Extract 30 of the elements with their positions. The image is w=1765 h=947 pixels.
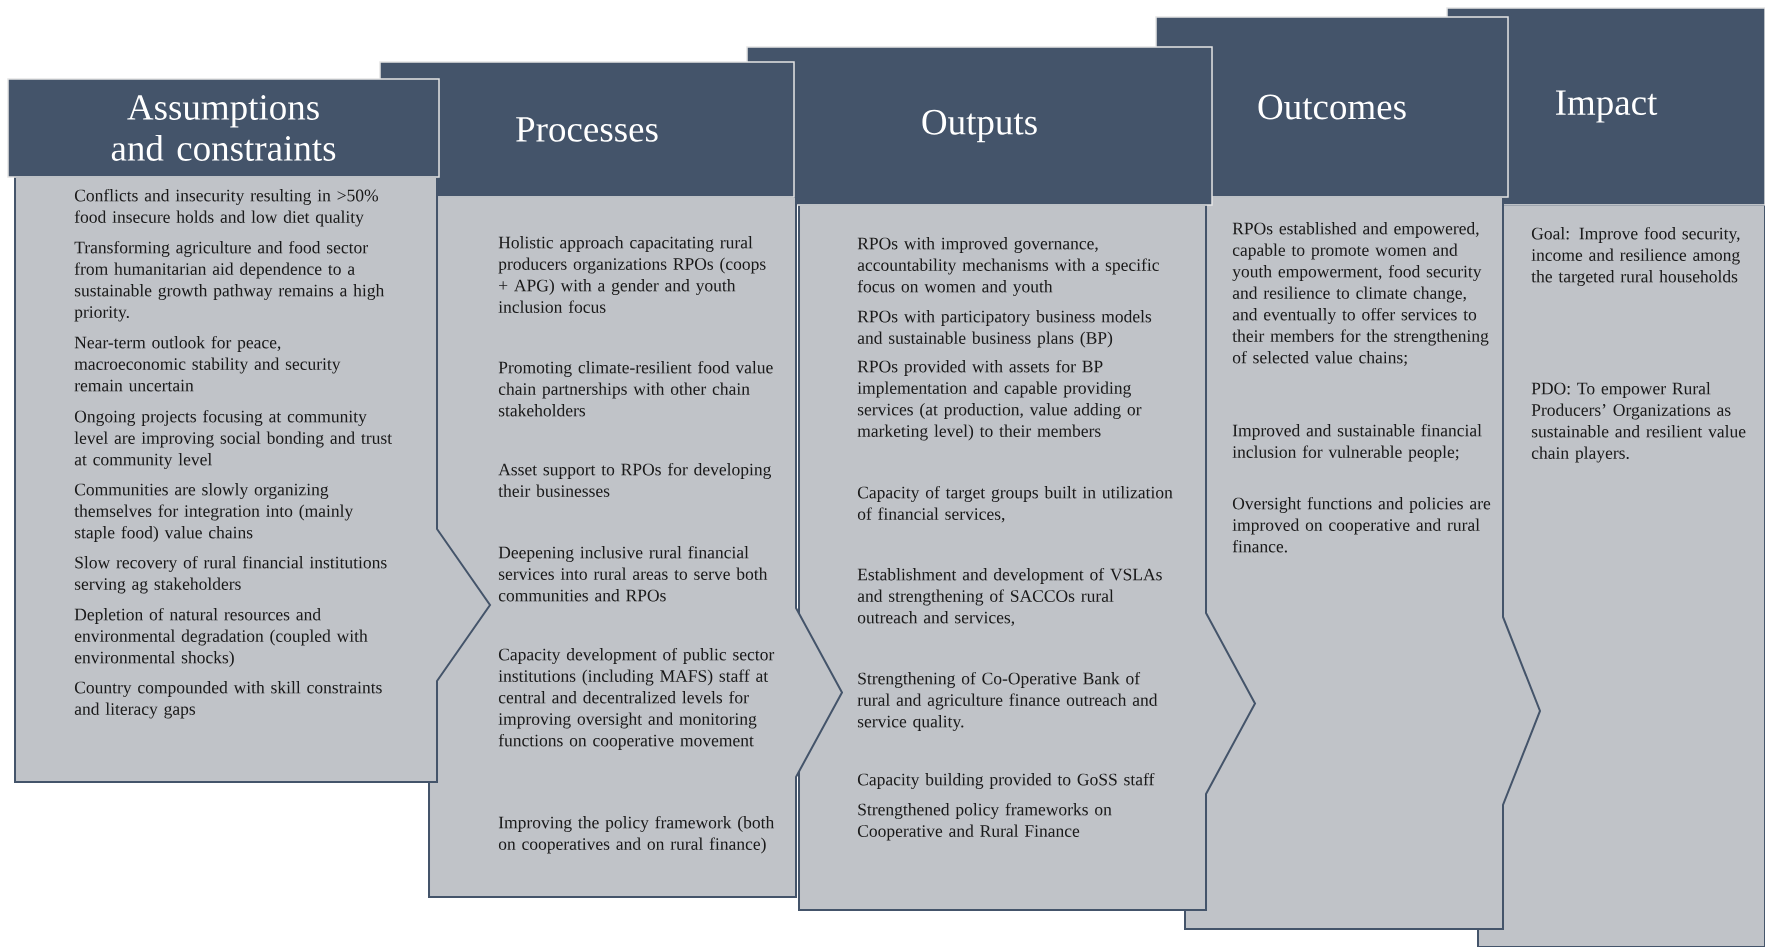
list-item: Asset support to RPOs for developing their businesses: [498, 462, 772, 497]
list-item: Transforming agriculture and food sector from humanitarian aid dependence to a sustainable growth pathway remains a high priority.: [74, 240, 385, 322]
list-item: RPOs with participatory business models and sustainable business plans (BP): [857, 310, 1152, 348]
list-item: Promoting climate-resilient food value chain partnerships with other chain stakeholders: [498, 360, 773, 417]
list-item: Goal: Improve food security, income and resilience among the targeted rural households: [1531, 226, 1740, 286]
list-item: Country compounded with skill constraints and literacy gaps: [74, 681, 382, 719]
list-item: Depletion of natural resources and environmental degradation (coupled with environmental shocks): [74, 607, 368, 667]
header-box: Assumptions and constraints: [7, 78, 440, 178]
list-item: RPOs provided with assets for BP implementation and capable providing services (at production, value adding or marketing level) to their members: [857, 359, 1142, 441]
list-item: Capacity building provided to GoSS staff: [857, 772, 1155, 789]
list-item: RPOs established and empowered, capable to promote women and youth empowerment, food security and resilience to climate change, and eventually to offer services to their members for the strengthening of selected value chains;: [1232, 222, 1489, 366]
list-item: Capacity of target groups built in utilization of financial services,: [857, 485, 1173, 523]
list-item: Deepening inclusive rural financial services into rural areas to serve both communities and RPOs: [498, 545, 768, 602]
list-item: Establishment and development of VSLAs and strengthening of SACCOs rural outreach and services,: [857, 567, 1162, 626]
list-item: Oversight functions and policies are improved on cooperative and rural finance.: [1232, 496, 1491, 553]
list-item: PDO: To empower Rural Producers’ Organizations as sustainable and resilient value chain players.: [1531, 382, 1746, 463]
list-item: Ongoing projects focusing at community level are improving social bonding and trust at community level: [74, 409, 392, 469]
list-item: Conflicts and insecurity resulting in >50% food insecure holds and low diet quality: [74, 188, 379, 227]
list-item: Communities are slowly organizing themselves for integration into (mainly staple food) value chains: [74, 483, 354, 542]
list-item: Slow recovery of rural financial institutions serving ag stakeholders: [74, 555, 387, 594]
list-item: Holistic approach capacitating rural producers organizations RPOs (coops + APG) with a gender and youth inclusion focus: [498, 236, 766, 313]
list-item: Near-term outlook for peace, macroeconomic stability and security remain uncertain: [74, 335, 341, 392]
list-item: RPOs with improved governance, accountability mechanisms with a specific focus on women and youth: [857, 237, 1159, 296]
list-item: Strengthening of Co-Operative Bank of rural and agriculture finance outreach and service quality.: [857, 671, 1158, 731]
list-item: Strengthened policy frameworks on Cooperative and Rural Finance: [857, 802, 1112, 841]
list-item: Capacity development of public sector institutions (including MAFS) staff at central and decentralized levels for improving oversight and monitoring functions on cooperative movement: [498, 647, 775, 750]
node-label: Impact: [1555, 90, 1658, 123]
list-item: Improving the policy framework (both on cooperatives and on rural finance): [498, 815, 775, 854]
list-item: Improved and sustainable financial inclusion for vulnerable people;: [1232, 423, 1482, 462]
header-box: Outputs: [746, 46, 1213, 206]
